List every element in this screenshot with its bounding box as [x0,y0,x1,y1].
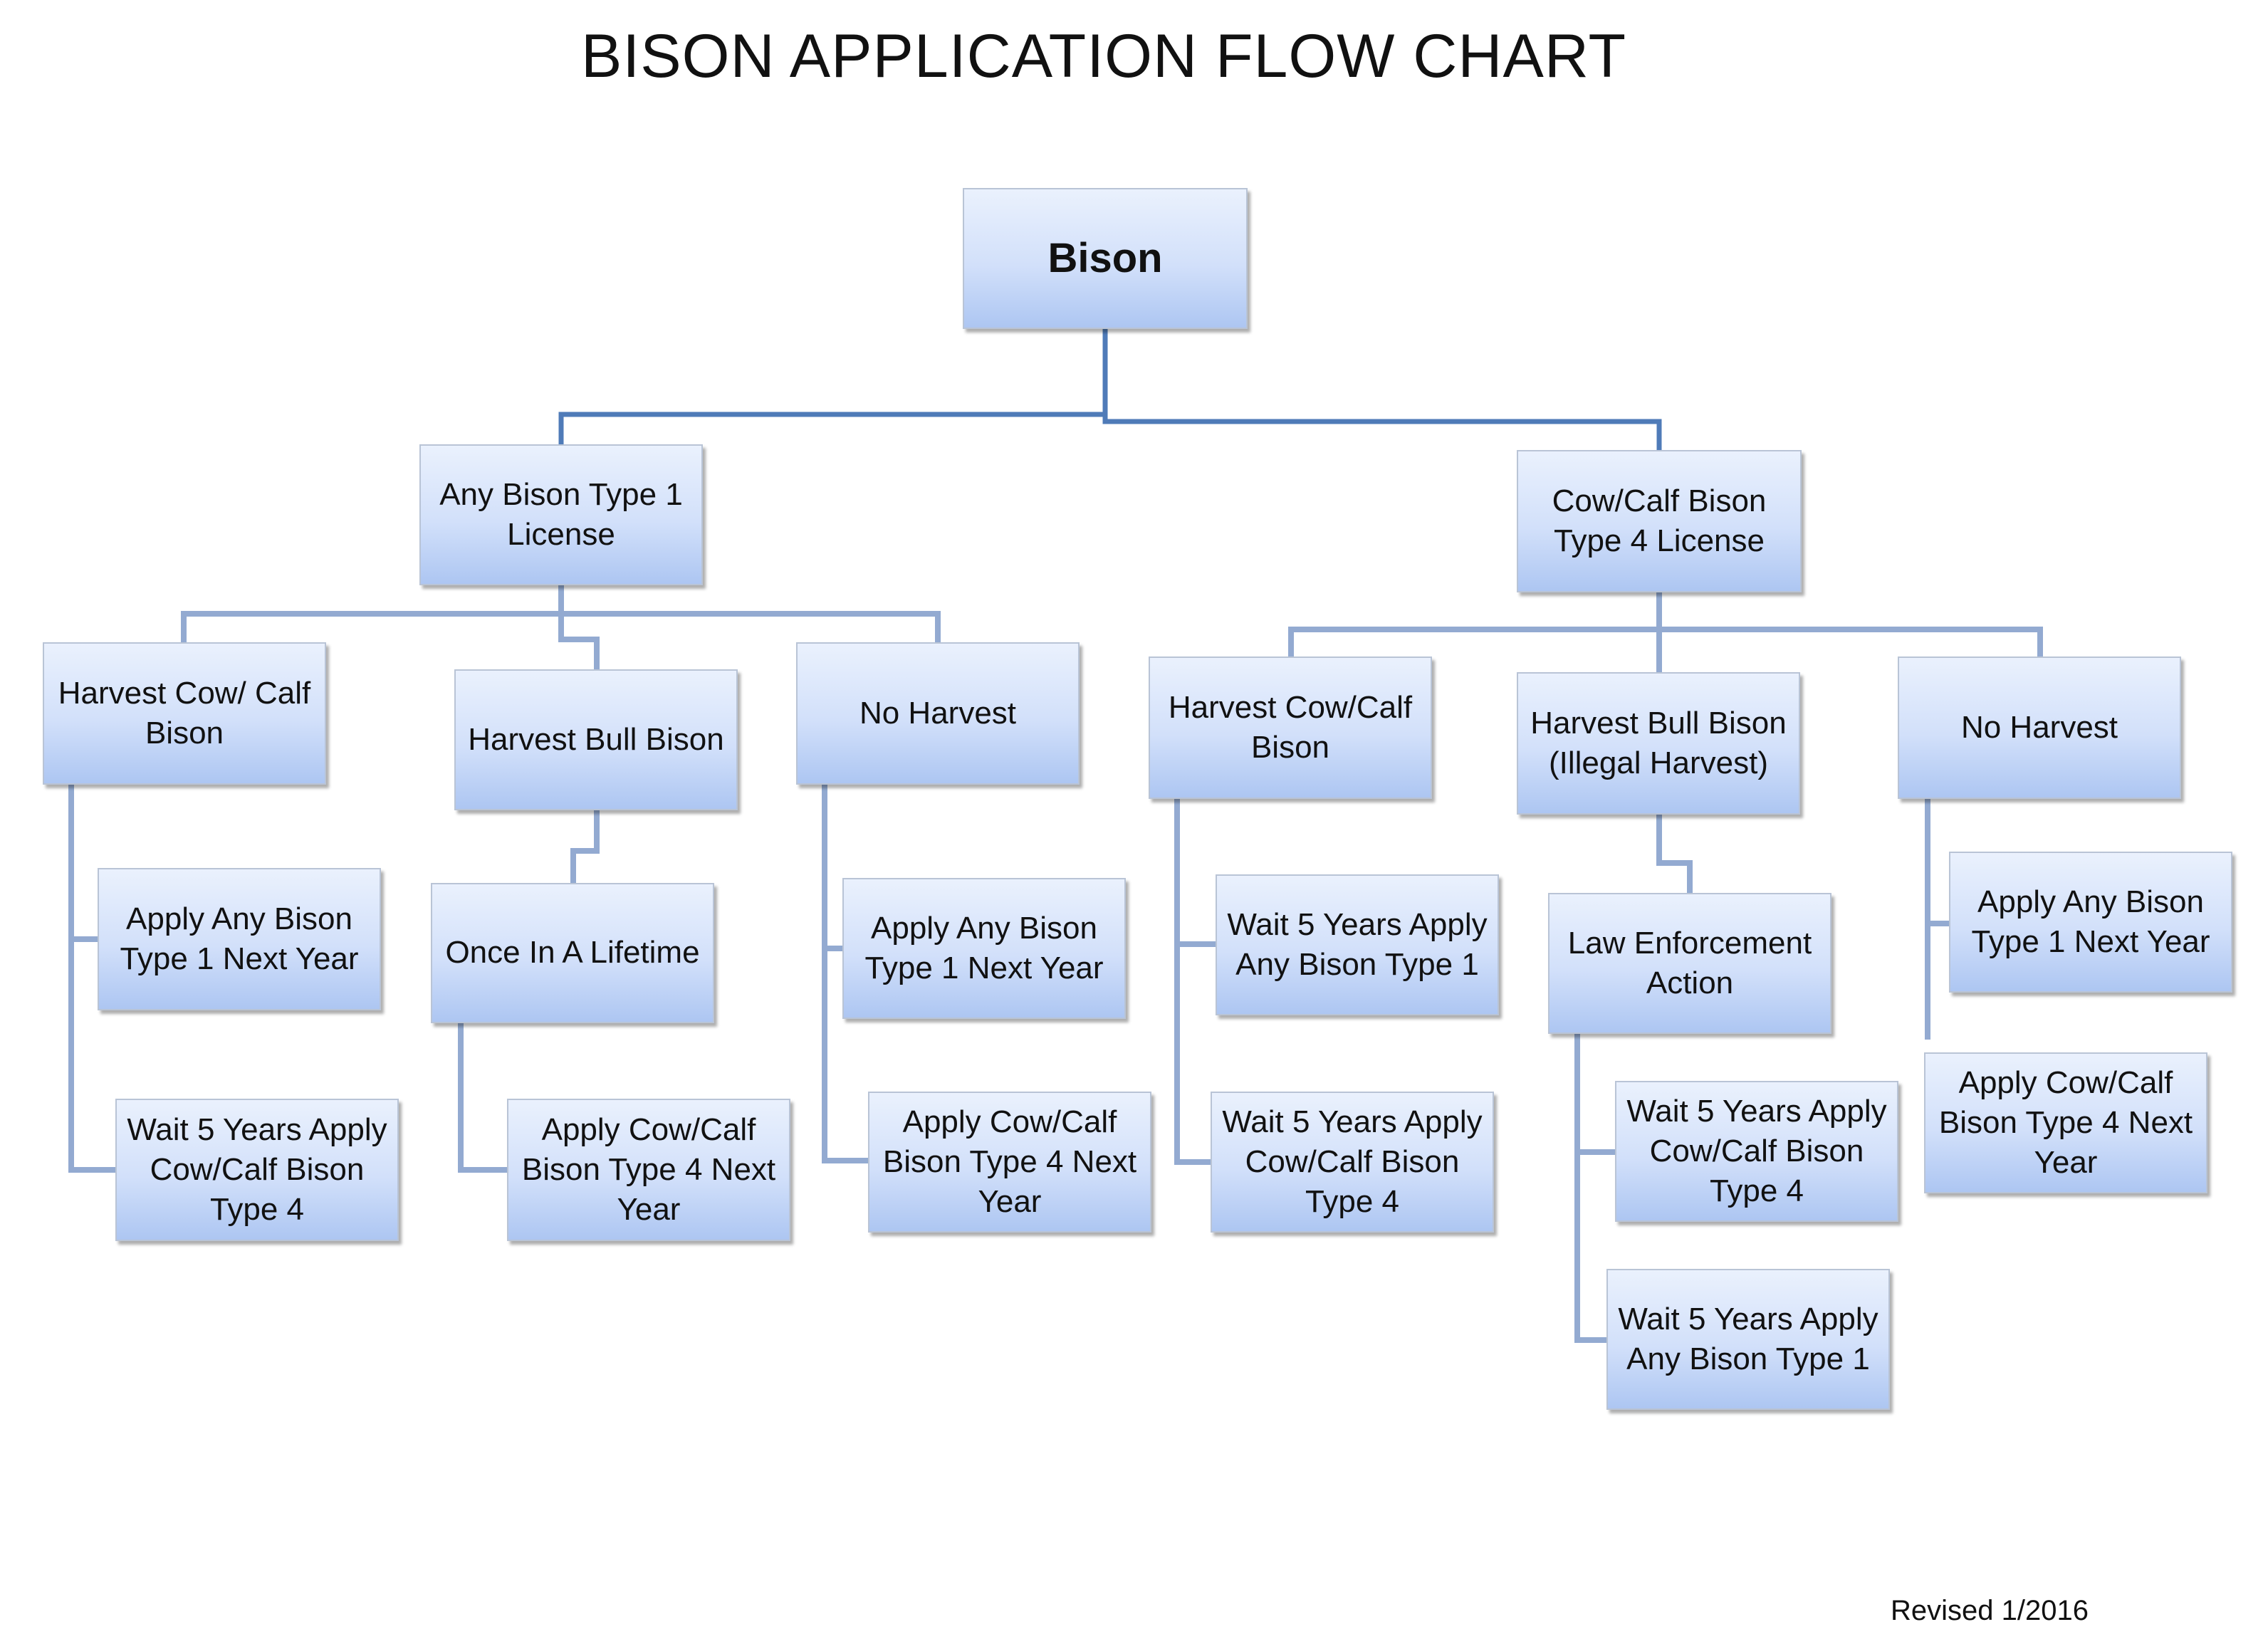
connector-t4-law-spine [1574,1034,1606,1343]
node-t4-harvest-bull: Harvest Bull Bison (Illegal Harvest) [1517,672,1800,815]
node-label: Apply Cow/Calf Bison Type 4 Next Year [521,1111,776,1228]
root-connectors [558,329,1662,450]
node-label: Wait 5 Years Apply Cow/Calf Bison Type 4 [127,1111,387,1228]
node-t4-bull-law-enforcement: Law Enforcement Action [1548,893,1831,1034]
node-t1-bull-once-lifetime: Once In A Lifetime [431,883,714,1023]
node-label: Apply Any Bison Type 1 Next Year [1971,884,2210,959]
connector-t1-cowcalf-spine [68,785,115,1173]
connector-t1-noharvest-spine [822,785,868,1163]
connector-t1-once-to-apply [458,1023,507,1173]
node-label: Apply Cow/Calf Bison Type 4 Next Year [1938,1064,2193,1181]
connector-root-to-type4 [1102,414,1662,450]
node-label: Wait 5 Years Apply Cow/Calf Bison Type 4 [1626,1093,1887,1209]
node-t1-harvest-bull: Harvest Bull Bison [454,669,738,810]
connector-t4-cowcalf-spine [1174,799,1211,1165]
node-cowcalf-type4-license: Cow/Calf Bison Type 4 License [1517,450,1802,592]
page-title: BISON APPLICATION FLOW CHART [581,22,1626,90]
node-t1-cowcalf-wait-type4: Wait 5 Years Apply Cow/Calf Bison Type 4 [115,1099,399,1241]
revision-note: Revised 1/2016 [1891,1595,2089,1626]
node-label: Wait 5 Years Apply Any Bison Type 1 [1227,906,1488,982]
node-label: No Harvest [1960,709,2118,745]
node-t4-noharvest-apply-type1: Apply Any Bison Type 1 Next Year [1949,852,2232,993]
node-t1-cowcalf-apply-type1: Apply Any Bison Type 1 Next Year [98,868,381,1010]
connector-t1-bull-to-once [570,810,600,883]
node-label: Harvest Cow/Calf Bison [1168,689,1413,765]
node-label: Wait 5 Years Apply Cow/Calf Bison Type 4 [1222,1104,1483,1220]
node-label: Cow/Calf Bison Type 4 License [1552,483,1767,558]
connector-t4-bull-to-law [1656,815,1693,893]
node-label: Once In A Lifetime [445,935,700,971]
connector-type1-bus [181,585,564,642]
node-label: Harvest Bull Bison [468,721,724,757]
node-t4-cowcalf-wait-type4: Wait 5 Years Apply Cow/Calf Bison Type 4 [1211,1092,1494,1233]
node-t1-noharvest-apply-type1: Apply Any Bison Type 1 Next Year [842,878,1126,1019]
node-label: Harvest Bull Bison (Illegal Harvest) [1530,705,1787,780]
node-any-bison-type1-license: Any Bison Type 1 License [419,444,703,585]
connector-type4-to-noharvest [1659,627,2043,656]
node-t4-noharvest-apply-type4: Apply Cow/Calf Bison Type 4 Next Year [1924,1052,2207,1193]
node-label: Wait 5 Years Apply Any Bison Type 1 [1618,1301,1878,1376]
node-label: Any Bison Type 1 License [439,476,683,552]
connector-type1-to-bull [558,614,600,669]
node-label: No Harvest [859,695,1017,731]
node-t4-cowcalf-wait-type1: Wait 5 Years Apply Any Bison Type 1 [1216,874,1499,1015]
node-t4-bull-wait-type4: Wait 5 Years Apply Cow/Calf Bison Type 4 [1615,1081,1898,1222]
node-t4-no-harvest: No Harvest [1898,656,2181,799]
node-t1-harvest-cowcalf: Harvest Cow/ Calf Bison [43,642,326,785]
node-label: Apply Any Bison Type 1 Next Year [864,910,1104,985]
node-label: Apply Any Bison Type 1 Next Year [120,901,359,976]
node-label: Harvest Cow/ Calf Bison [58,675,311,750]
node-bison: Bison [963,188,1248,329]
connector-type1-to-noharvest [561,611,941,642]
connector-root-to-type1 [558,329,1108,444]
node-t1-bull-apply-type4: Apply Cow/Calf Bison Type 4 Next Year [507,1099,790,1241]
node-t4-harvest-cowcalf: Harvest Cow/Calf Bison [1149,656,1432,799]
connector-type4-bus [1288,592,1662,656]
node-t1-no-harvest: No Harvest [796,642,1080,785]
branch-connectors [68,585,2043,1343]
node-label: Bison [1047,234,1163,281]
node-label: Apply Cow/Calf Bison Type 4 Next Year [882,1104,1137,1220]
node-t4-bull-wait-type1: Wait 5 Years Apply Any Bison Type 1 [1606,1269,1890,1410]
node-t1-noharvest-apply-type4: Apply Cow/Calf Bison Type 4 Next Year [868,1092,1151,1233]
node-label: Law Enforcement Action [1567,925,1812,1000]
